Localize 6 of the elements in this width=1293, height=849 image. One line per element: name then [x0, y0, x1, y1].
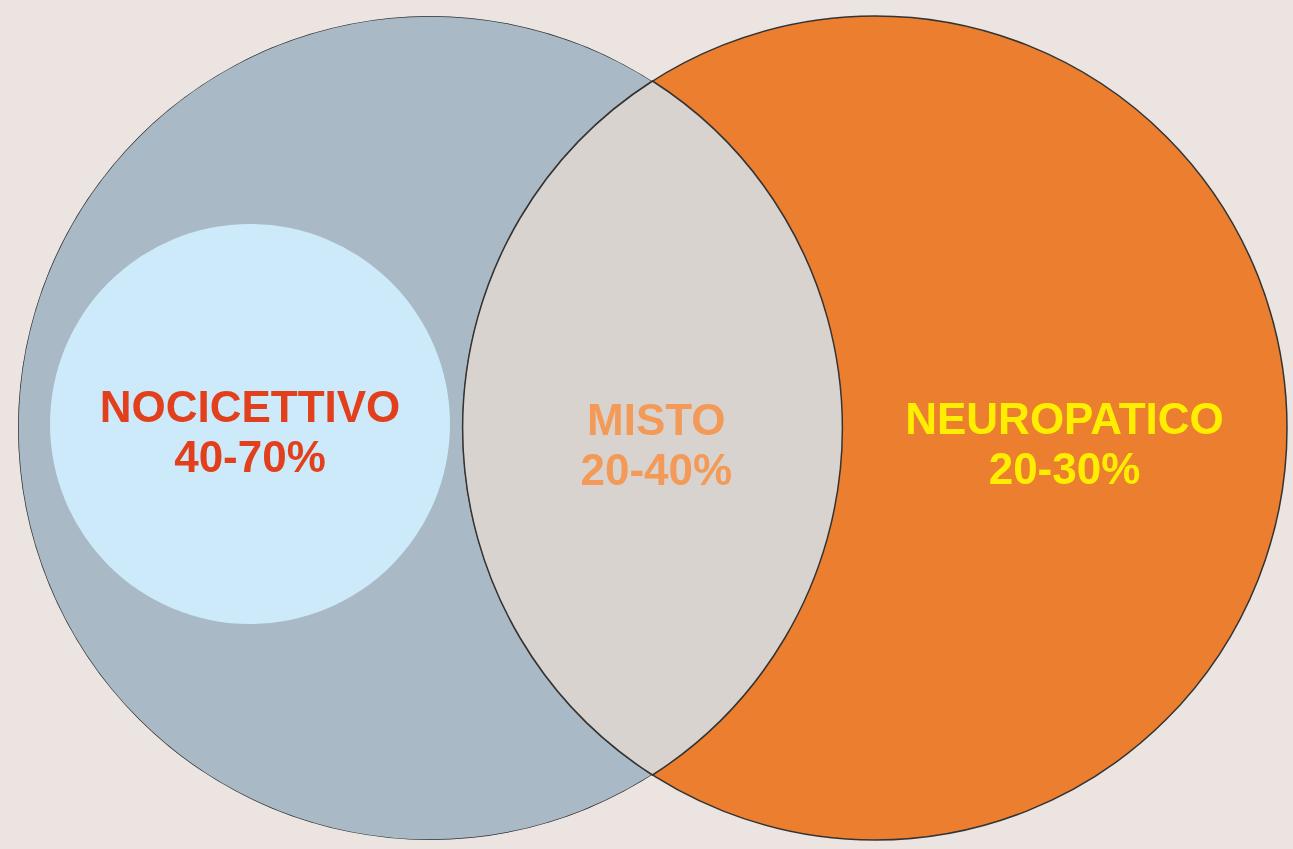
percentage-label: 20-40%: [580, 445, 733, 496]
category-label: MISTO: [586, 395, 727, 446]
percentage-label: 40-70%: [173, 432, 327, 482]
category-label: NEUROPATICO: [905, 394, 1224, 445]
percentage-label: 20-30%: [987, 444, 1142, 495]
category-label: NOCICETTIVO: [99, 382, 401, 432]
